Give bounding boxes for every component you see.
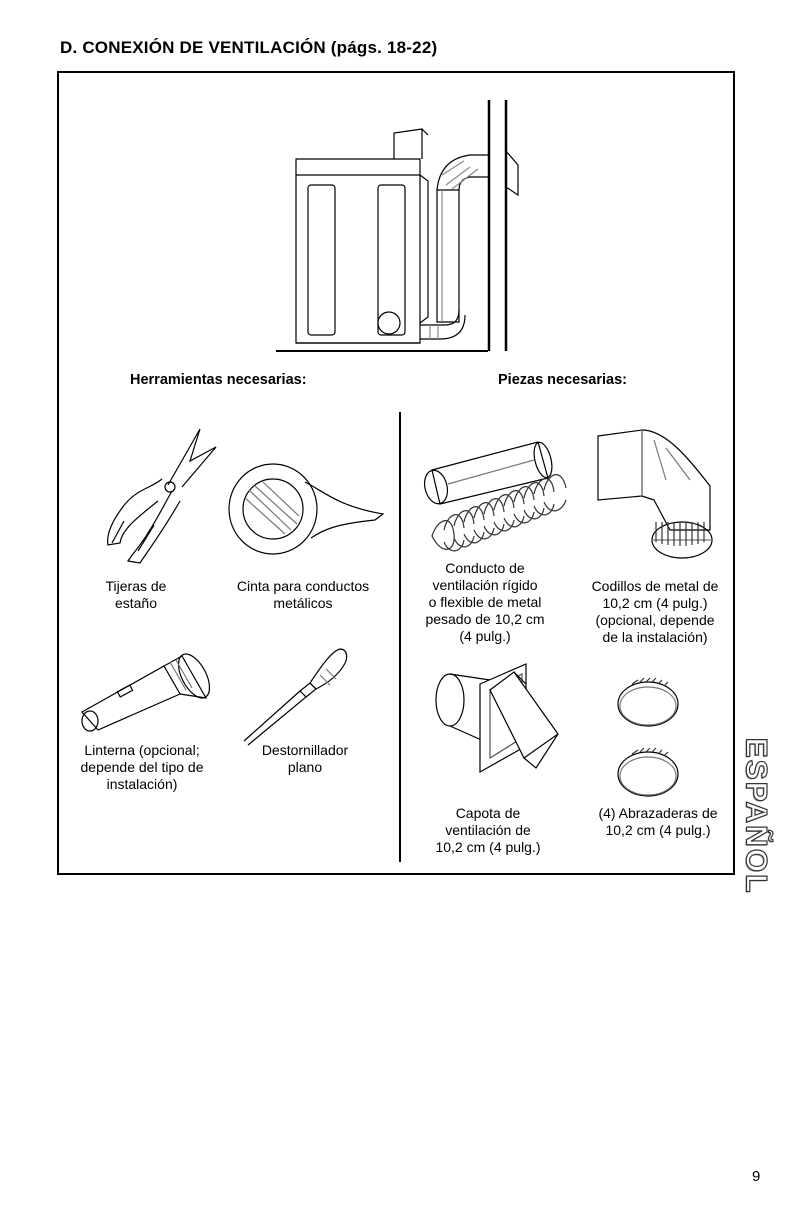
tool-label-flashlight: Linterna (opcional; depende del tipo de … [80, 742, 204, 792]
part-label-elbow: Codillos de metal de 10,2 cm (4 pulg.) (… [591, 578, 719, 645]
illustration-frame [57, 71, 735, 875]
tool-label-duct-tape: Cinta para conductos metálicos [236, 578, 370, 611]
language-side-tab: ESPAÑOL [737, 718, 773, 914]
page-number: 9 [752, 1168, 761, 1185]
language-side-tab-label: ESPAÑOL [738, 737, 773, 895]
flashlight-icon [78, 648, 218, 732]
vent-duct-icon [418, 438, 576, 562]
exhaust-hood-icon [430, 660, 564, 780]
column-divider [399, 412, 401, 862]
duct-tape-icon [225, 462, 385, 562]
part-label-vent-duct: Conducto de ventilación rígido o flexibl… [425, 560, 545, 644]
tin-snips-icon [98, 425, 218, 565]
section-title: D. CONEXIÓN DE VENTILACIÓN (págs. 18-22) [60, 38, 438, 57]
tool-label-screwdriver: Destornillador plano [261, 742, 349, 775]
part-label-exhaust-hood: Capota de ventilación de 10,2 cm (4 pulg… [435, 805, 541, 855]
tools-heading: Herramientas necesarias: [130, 372, 307, 388]
part-label-clamps: (4) Abrazaderas de 10,2 cm (4 pulg.) [598, 805, 718, 838]
tool-label-tin-snips: Tijeras de estaño [105, 578, 167, 611]
clamps-icon [610, 678, 690, 804]
parts-heading: Piezas necesarias: [498, 372, 627, 388]
flat-screwdriver-icon [240, 645, 350, 745]
elbow-icon [594, 430, 720, 560]
dryer-vent-diagram [270, 95, 530, 355]
